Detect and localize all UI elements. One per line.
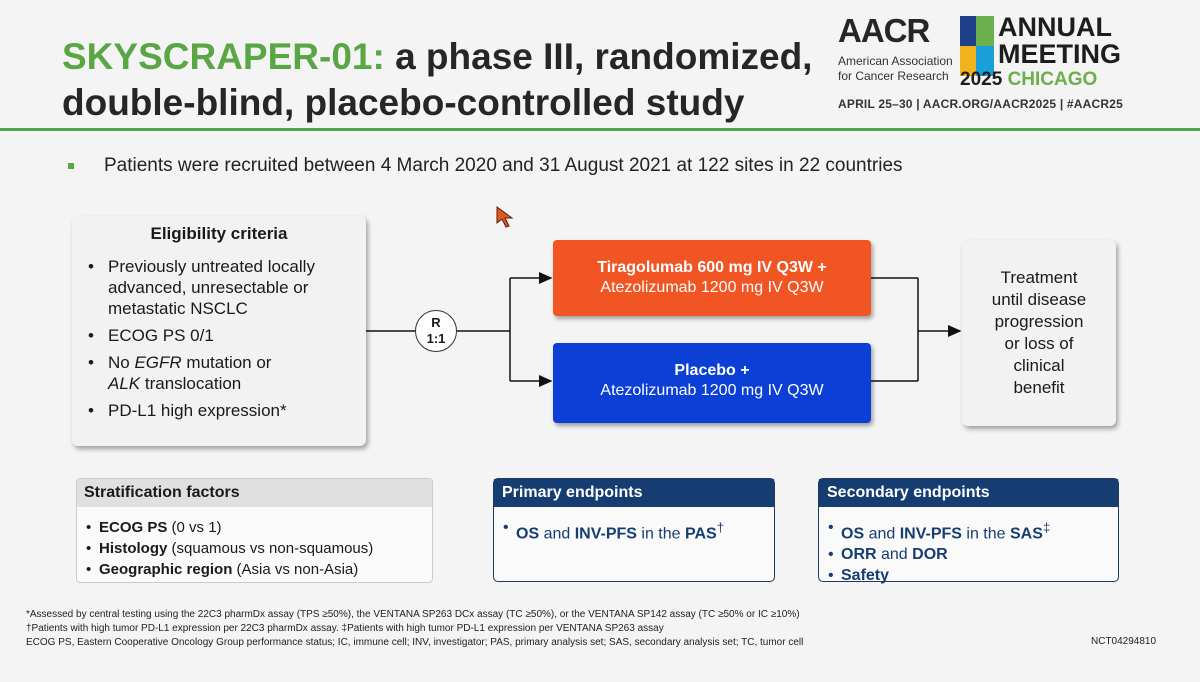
ep-term: OS (516, 525, 540, 543)
strat-item: Geographic region (Asia vs non-Asia) (86, 559, 373, 580)
meeting-year-city: 2025 CHICAGO (960, 69, 1097, 91)
arm1-line2: Atezolizumab 1200 mg IV Q3W (600, 279, 824, 296)
strat-item: Histology (squamous vs non-squamous) (86, 538, 373, 559)
stratification-factors-box: Stratification factors ECOG PS (0 vs 1) … (76, 478, 433, 583)
treat-line: progression (994, 312, 1084, 331)
stratification-title: Stratification factors (77, 479, 432, 507)
eligibility-item: PD-L1 high expression* (84, 400, 354, 421)
strat-value: (Asia vs non-Asia) (232, 561, 359, 578)
secondary-endpoints-title: Secondary endpoints (819, 479, 1118, 507)
arm1-line1: Tiragolumab 600 mg IV Q3W + (597, 259, 827, 276)
ep-footnote-mark: † (716, 520, 725, 535)
text-seg: No (108, 353, 135, 372)
ep-term: DOR (912, 546, 948, 564)
mouse-pointer-icon (496, 206, 514, 228)
eligibility-item: Previously untreated locally advanced, u… (84, 256, 354, 319)
strat-key: Geographic region (99, 561, 233, 578)
text-seg: mutation or (181, 353, 272, 372)
endpoint-item: OS and INV-PFS in the PAS† (503, 517, 724, 544)
ep-text: and (539, 525, 575, 543)
placebo-arm-box: Placebo + Atezolizumab 1200 mg IV Q3W (553, 343, 871, 423)
strat-key: ECOG PS (99, 519, 168, 536)
eligibility-item: No EGFR mutation or ALK translocation (84, 352, 354, 394)
meeting-dateline: APRIL 25–30 | AACR.ORG/AACR2025 | #AACR2… (838, 97, 1124, 111)
strat-key: Histology (99, 540, 168, 557)
endpoint-item: Safety (828, 565, 1050, 586)
gene-alk: ALK (108, 374, 141, 393)
ep-term: SAS (1009, 525, 1043, 543)
ep-text: in the (636, 525, 685, 543)
rand-ratio: 1:1 (426, 331, 446, 346)
footnote-line: ECOG PS, Eastern Cooperative Oncology Gr… (26, 637, 804, 648)
ep-term: INV-PFS (574, 525, 637, 543)
endpoint-item: ORR and DOR (828, 544, 1050, 565)
eligibility-criteria-box: Eligibility criteria Previously untreate… (72, 216, 366, 446)
footnote-line: †Patients with high tumor PD-L1 expressi… (26, 623, 664, 634)
treat-line: until disease (991, 290, 1087, 309)
tiragolumab-arm-box: Tiragolumab 600 mg IV Q3W + Atezolizumab… (553, 240, 871, 316)
slide-title: SKYSCRAPER-01: a phase III, randomized, … (62, 34, 822, 126)
secondary-list: OS and INV-PFS in the SAS‡ ORR and DOR S… (828, 517, 1050, 586)
aacr-wordmark: AACR (838, 12, 930, 49)
aacr-org-name: American Association for Cancer Research (838, 54, 968, 84)
eligibility-title: Eligibility criteria (150, 224, 288, 243)
text-seg: translocation (140, 374, 242, 393)
org-line2: for Cancer Research (838, 69, 949, 83)
annual-text: ANNUAL (998, 12, 1112, 42)
stratification-list: ECOG PS (0 vs 1) Histology (squamous vs … (86, 517, 373, 580)
secondary-endpoints-box: Secondary endpoints OS and INV-PFS in th… (818, 478, 1119, 586)
meeting-flag-icon (960, 16, 994, 76)
treat-line: clinical (1013, 356, 1065, 375)
gene-egfr: EGFR (134, 353, 182, 372)
treat-line: Treatment (1000, 268, 1078, 287)
org-line1: American Association (838, 54, 953, 68)
randomization-node: R 1:1 (415, 310, 457, 352)
ep-term: ORR (841, 546, 877, 564)
treatment-duration-box: Treatment until disease progression or l… (962, 240, 1116, 426)
ep-text: and (876, 546, 913, 564)
ep-term: PAS (684, 525, 717, 543)
ep-text: and (864, 525, 900, 543)
treat-line: benefit (1013, 378, 1065, 397)
recruitment-text: Patients were recruited between 4 March … (104, 155, 903, 176)
rand-label: R (431, 315, 441, 330)
annual-meeting-label: ANNUAL MEETING (998, 14, 1121, 68)
arm2-line1: Placebo + (674, 362, 750, 379)
eligibility-item: ECOG PS 0/1 (84, 325, 354, 346)
bullet-marker (68, 163, 74, 169)
footnote-line: *Assessed by central testing using the 2… (26, 609, 800, 620)
ep-term: INV-PFS (899, 525, 962, 543)
ep-term: Safety (841, 567, 890, 585)
meeting-text: MEETING (998, 39, 1122, 69)
aacr-logo: AACR American Association for Cancer Res… (838, 12, 1168, 128)
strat-item: ECOG PS (0 vs 1) (86, 517, 373, 538)
primary-endpoints-box: Primary endpoints OS and INV-PFS in the … (493, 478, 775, 582)
footnotes: *Assessed by central testing using the 2… (26, 608, 1026, 650)
study-name: SKYSCRAPER-01: (62, 36, 385, 77)
arm2-line2: Atezolizumab 1200 mg IV Q3W (600, 382, 824, 399)
ep-term: OS (841, 525, 865, 543)
meeting-year: 2025 (960, 69, 1003, 90)
ep-footnote-mark: ‡ (1042, 520, 1051, 535)
title-rest: a phase III, randomized, double-blind, p… (62, 36, 813, 123)
eligibility-list: Previously untreated locally advanced, u… (84, 256, 354, 427)
endpoint-item: OS and INV-PFS in the SAS‡ (828, 517, 1050, 544)
ep-text: in the (961, 525, 1010, 543)
primary-endpoints-title: Primary endpoints (494, 479, 774, 507)
header-divider (0, 128, 1200, 131)
strat-value: (0 vs 1) (167, 519, 222, 536)
meeting-city: CHICAGO (1007, 69, 1098, 90)
strat-value: (squamous vs non-squamous) (167, 540, 374, 557)
trial-id: NCT04294810 (1091, 636, 1157, 647)
treat-line: or loss of (1004, 334, 1074, 353)
primary-list: OS and INV-PFS in the PAS† (503, 517, 724, 544)
